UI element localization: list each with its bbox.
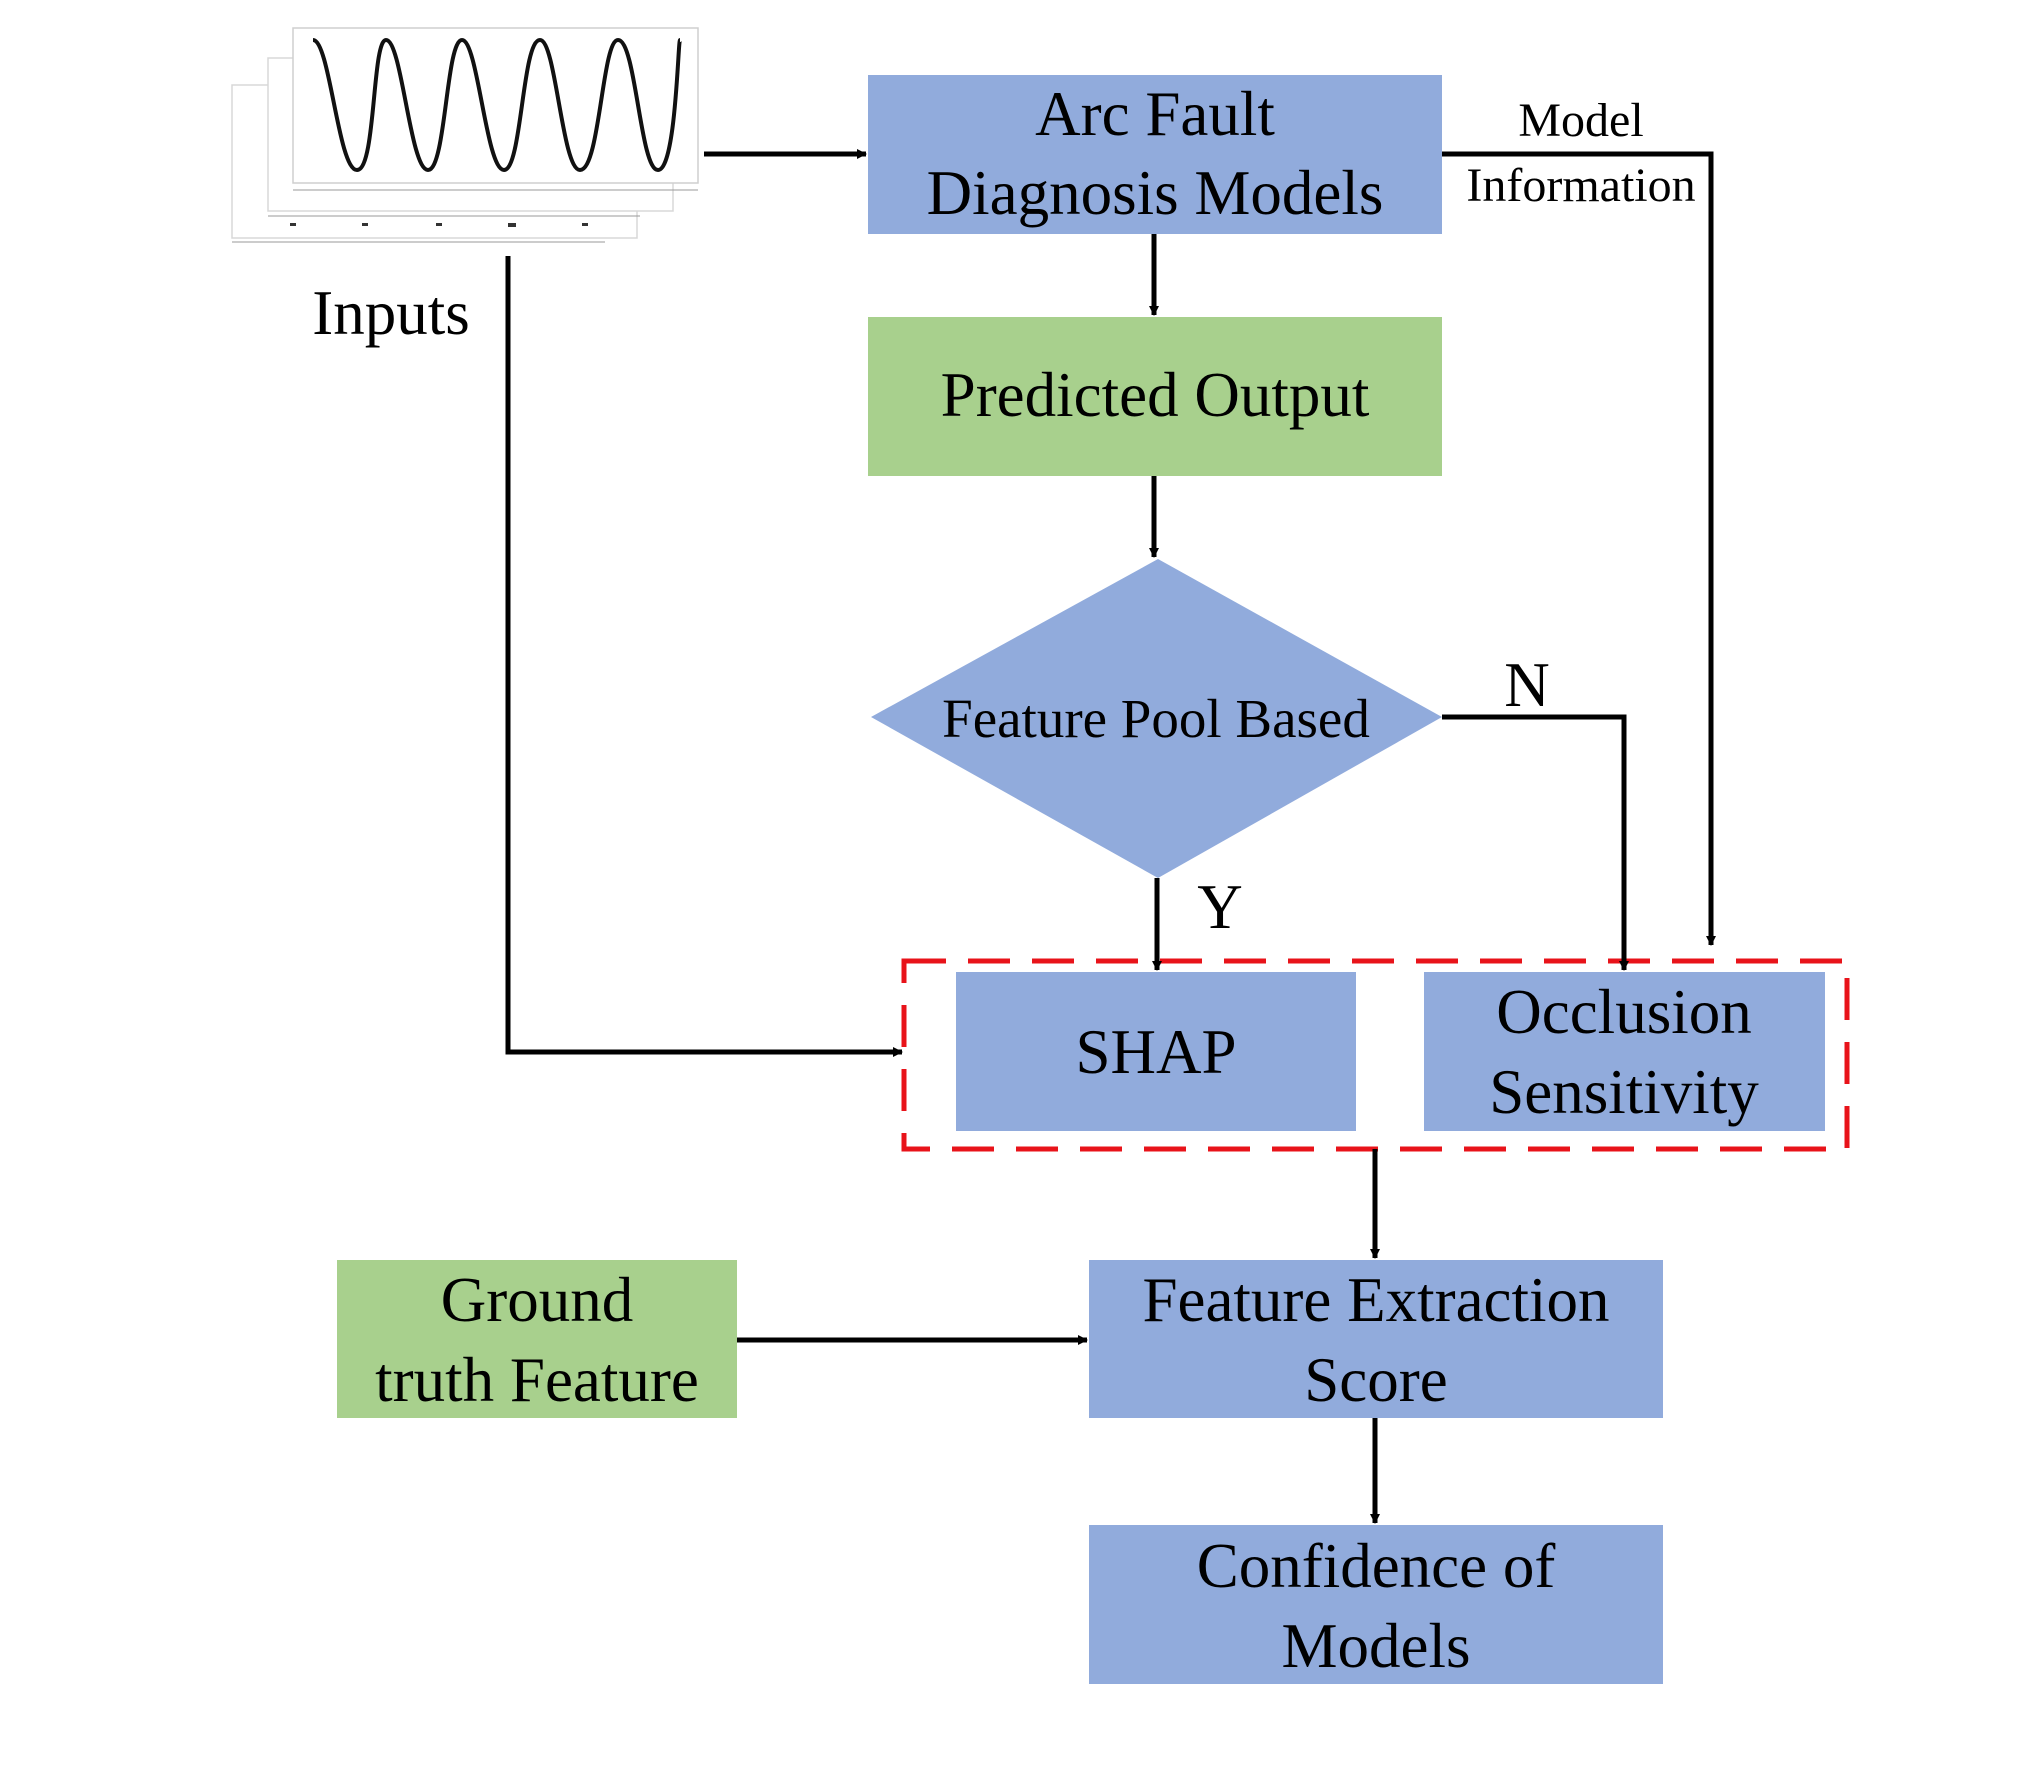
occlusion-box-shape xyxy=(1424,972,1825,1131)
confidence-label-line2: Models xyxy=(1282,1611,1471,1681)
predicted-output-label: Predicted Output xyxy=(941,360,1370,430)
model-information-label-line1: Model xyxy=(1518,94,1643,147)
confidence-label-line1: Confidence of xyxy=(1197,1531,1556,1601)
no-branch-label: N xyxy=(1504,650,1550,720)
arc-fault-box-shape xyxy=(868,75,1442,234)
arrow-model-information xyxy=(1442,151,1716,946)
shap-box-shape xyxy=(956,972,1356,1131)
occlusion-sensitivity-box: Occlusion Sensitivity xyxy=(1424,972,1825,1131)
predicted-output-box: Predicted Output xyxy=(868,317,1442,476)
waveform-plot-icon xyxy=(312,37,682,173)
decision-diamond-shape xyxy=(871,559,1442,878)
arrow-inputs-to-explainers xyxy=(505,256,903,1057)
occlusion-label-line2: Sensitivity xyxy=(1489,1057,1759,1127)
model-information-label-line2: Information xyxy=(1466,159,1695,212)
feature-pool-decision: Feature Pool Based xyxy=(871,559,1442,878)
feature-score-label-line1: Feature Extraction xyxy=(1142,1265,1609,1335)
feature-extraction-score-box: Feature Extraction Score xyxy=(1089,1260,1663,1418)
predicted-output-box-shape xyxy=(868,317,1442,476)
connectors xyxy=(505,149,1716,1524)
inputs-thumbnail xyxy=(231,27,699,243)
occlusion-label-line1: Occlusion xyxy=(1496,977,1751,1047)
arrow-decision-no-to-occlusion xyxy=(1442,714,1629,971)
decision-label: Feature Pool Based xyxy=(942,688,1370,749)
arc-fault-label-line1: Arc Fault xyxy=(1035,79,1275,149)
yes-branch-label: Y xyxy=(1197,872,1243,942)
shap-box: SHAP xyxy=(956,972,1356,1131)
inputs-label: Inputs xyxy=(312,278,470,348)
ground-truth-label-line2: truth Feature xyxy=(375,1345,699,1415)
arc-fault-diagnosis-models-box: Arc Fault Diagnosis Models xyxy=(868,75,1442,234)
ground-truth-box-shape xyxy=(337,1260,737,1418)
waveform-plot-front xyxy=(292,27,699,184)
waveform-plot-axis-dots xyxy=(290,223,588,227)
feature-score-label-line2: Score xyxy=(1304,1345,1447,1415)
feature-score-box-shape xyxy=(1089,1260,1663,1418)
ground-truth-feature-box: Ground truth Feature xyxy=(337,1260,737,1418)
waveform-plot-axis-ticks xyxy=(232,189,698,243)
shap-label: SHAP xyxy=(1075,1017,1236,1087)
confidence-of-models-box: Confidence of Models xyxy=(1089,1525,1663,1684)
ground-truth-label-line1: Ground xyxy=(441,1265,633,1335)
confidence-box-shape xyxy=(1089,1525,1663,1684)
arc-fault-label-line2: Diagnosis Models xyxy=(927,158,1384,228)
